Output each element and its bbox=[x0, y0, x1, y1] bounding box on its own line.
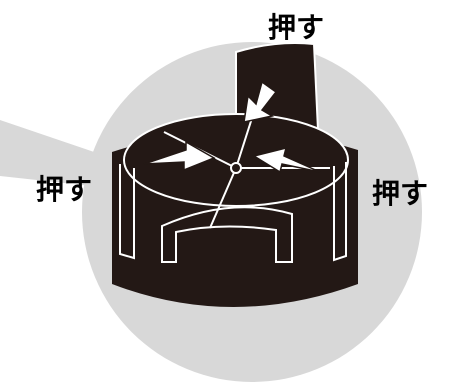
press-label-left: 押す bbox=[36, 173, 93, 206]
front-cutout bbox=[161, 206, 293, 263]
center-point bbox=[230, 162, 242, 174]
division-line-4 bbox=[235, 117, 253, 169]
callout-tail bbox=[0, 120, 100, 186]
right-slit bbox=[333, 162, 347, 262]
cylinder-object bbox=[112, 42, 358, 307]
arrow-left-icon bbox=[252, 146, 321, 174]
left-slit bbox=[119, 164, 135, 260]
press-label-top: 押す bbox=[268, 11, 325, 44]
cylinder-top-surface bbox=[123, 113, 349, 207]
arrow-right-icon bbox=[143, 140, 216, 172]
division-line-2 bbox=[209, 167, 237, 229]
press-label-right: 押す bbox=[372, 177, 429, 210]
arrow-down-icon bbox=[243, 80, 278, 123]
